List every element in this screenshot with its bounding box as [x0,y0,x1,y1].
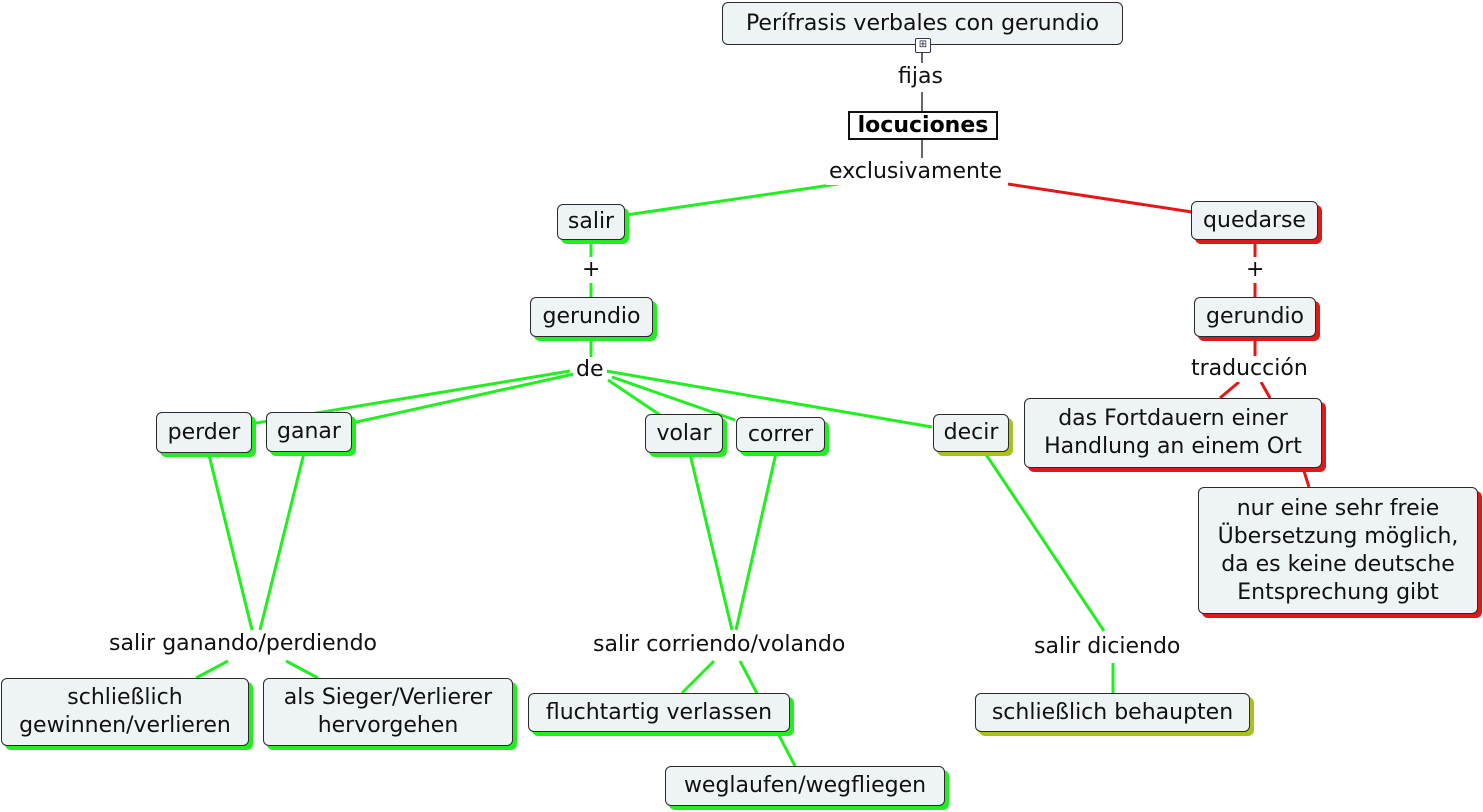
link-plus-right: + [1243,257,1268,283]
line-de-correr [611,375,736,422]
schliesslich-gewinnen-node[interactable]: schließlich gewinnen/verlieren [1,678,249,746]
salir-node[interactable]: salir [557,204,625,240]
title-node[interactable]: Perífrasis verbales con gerundio [722,2,1123,45]
line-volar-salir-corriendo [688,453,734,631]
weglaufen-node[interactable]: weglaufen/wegfliegen [665,766,945,806]
fluchtartig-node[interactable]: fluchtartig verlassen [528,693,790,732]
link-exclusivamente: exclusivamente [826,159,1006,185]
als-sieger-node[interactable]: als Sieger/Verlierer hervorgehen [263,678,513,746]
line-decir-salir-diciendo [983,452,1106,632]
behaupten-node[interactable]: schließlich behaupten [975,693,1250,732]
line-fortdauern-freie [1301,467,1311,488]
gerundio-left-node[interactable]: gerundio [530,297,653,337]
volar-node[interactable]: volar [645,414,723,453]
salir-ganando-label: salir ganando/perdiendo [106,631,380,657]
link-plus-left: + [579,257,604,283]
line-correr-salir-corriendo [734,452,778,631]
line-corriendo-fluchtartig [680,659,716,695]
line-de-ganar [351,372,575,425]
quedarse-node[interactable]: quedarse [1191,201,1318,240]
concept-map-icon[interactable]: ⊞ [915,38,931,53]
line-traduccion-fortdauern-b [1259,381,1272,399]
line-de-volar [607,378,661,417]
line-exclusivamente-quedarse [1007,182,1193,214]
salir-diciendo-label: salir diciendo [1031,634,1184,660]
line-traduccion-fortdauern-a [1219,380,1240,400]
link-fijas: fijas [895,64,946,90]
decir-node[interactable]: decir [933,414,1009,452]
perder-node[interactable]: perder [156,412,252,453]
line-de-decir [605,369,933,429]
line-exclusivamente-salir [625,182,839,217]
correr-node[interactable]: correr [736,417,825,452]
fortdauern-node[interactable]: das Fortdauern einer Handlung an einem O… [1024,398,1322,468]
ganar-node[interactable]: ganar [266,412,352,452]
freie-uebersetzung-node[interactable]: nur eine sehr freie Übersetzung möglich,… [1198,487,1478,614]
link-de: de [573,357,607,383]
line-ganar-salir-ganando [258,452,306,631]
line-perder-salir-ganando [207,454,254,631]
line-ganando-schliesslich [195,659,229,680]
link-traduccion: traducción [1188,356,1311,382]
salir-corriendo-label: salir corriendo/volando [590,632,849,658]
gerundio-right-node[interactable]: gerundio [1194,297,1316,337]
line-ganando-sieger [285,659,319,680]
locuciones-node[interactable]: locuciones [848,111,998,140]
